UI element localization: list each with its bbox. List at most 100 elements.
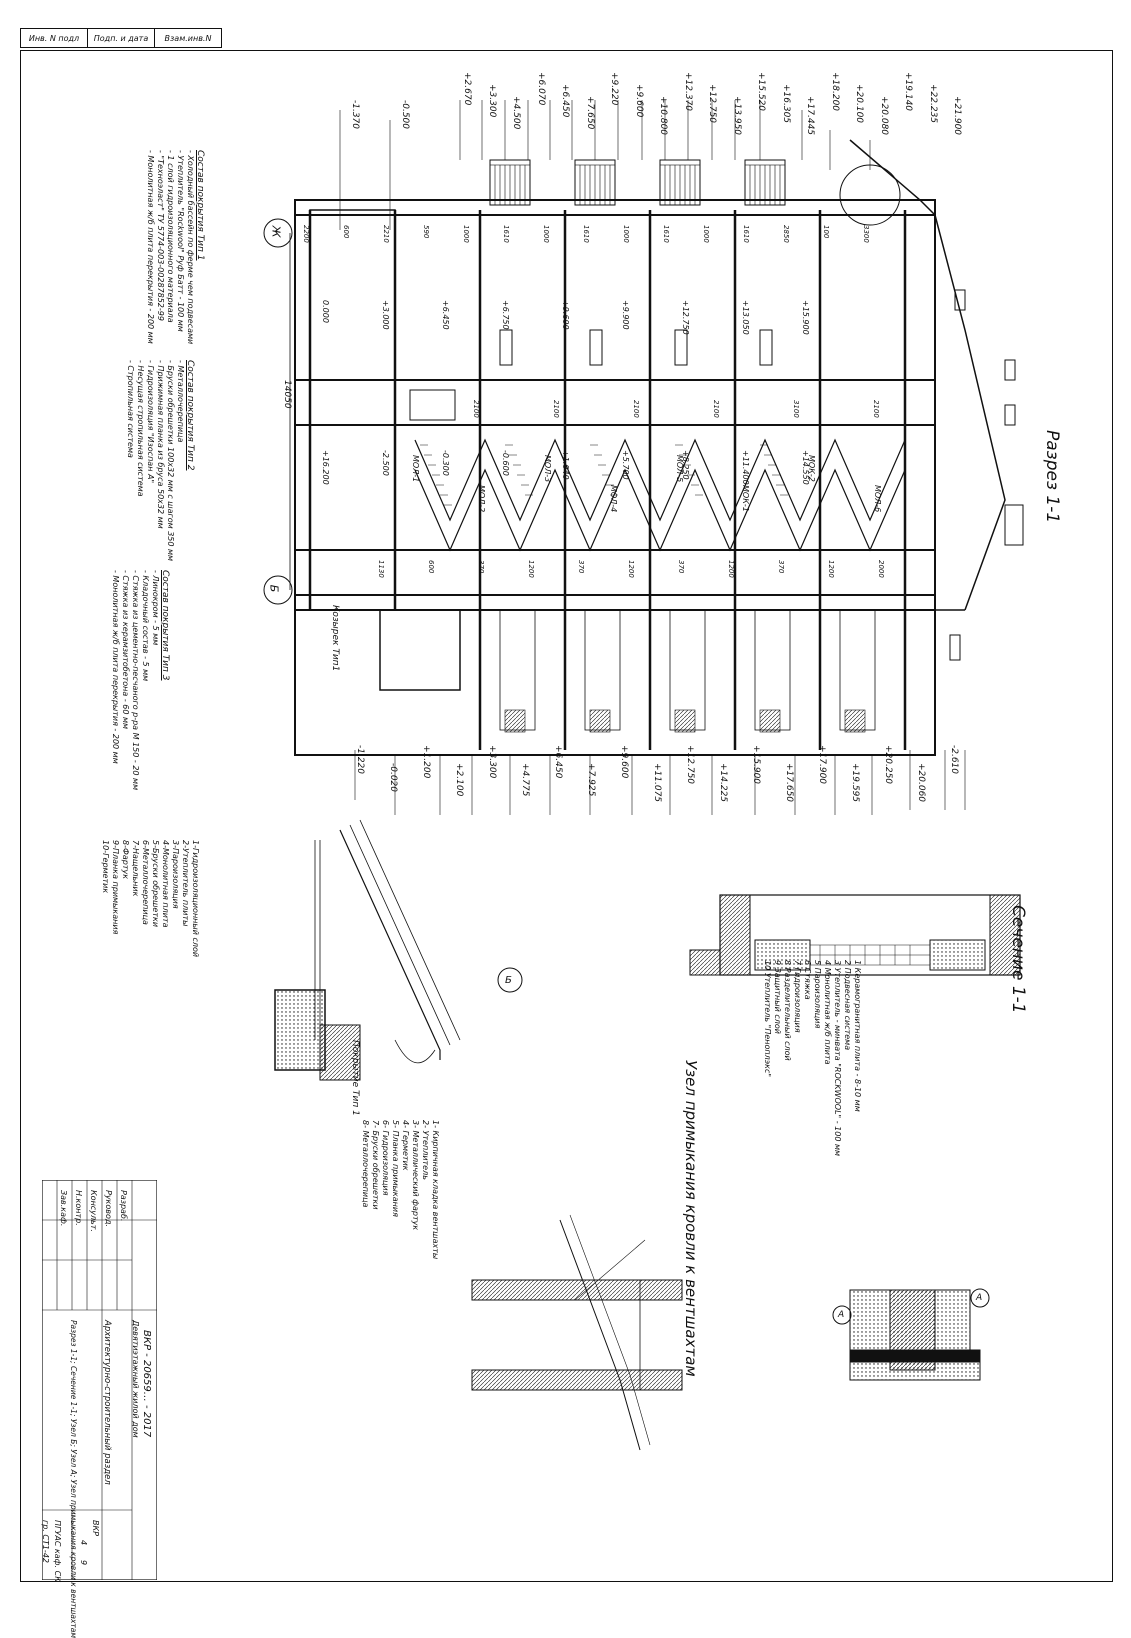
dimension-top: 1000: [622, 225, 630, 243]
title-sheet-name: Архитектурно-строительный раздел: [102, 1320, 112, 1485]
top-elevation-mark: +10.800: [658, 96, 668, 136]
top-elevation-mark: +15.520: [756, 72, 766, 112]
roof-type3-line: - Стяжка из цементно-песчаного р-ра М 15…: [131, 570, 140, 791]
roof-type3-line: - Кладочный состав - 5 мм: [141, 570, 150, 682]
roof-outline: [849, 139, 1006, 611]
detail-b-bubble: [497, 967, 523, 993]
detail-b-note: 6-Металлочерепица: [141, 840, 150, 925]
vent-note: 7- Бруски обрешетки: [371, 1120, 380, 1210]
left-elevation-mark: -1.370: [350, 100, 360, 130]
dimension-bottom: 370: [777, 560, 785, 574]
dimension-top: 1000: [542, 225, 550, 243]
stair-label: МОК-1: [741, 485, 750, 512]
dimension-top: 100: [822, 225, 830, 239]
top-elevation-mark: +20.100: [854, 84, 864, 124]
roof-type2-line: - Несущая стропильная система: [136, 360, 145, 497]
dimension-top: 600: [342, 225, 350, 239]
title-role-1: Разраб.: [119, 1190, 128, 1222]
balcony-rails: [489, 164, 786, 206]
bottom-elevation-mark: +1.200: [421, 745, 431, 779]
top-elevation-mark: +7.650: [584, 96, 595, 130]
detail-b-note: 1-Гидроизоляционный слой: [191, 840, 200, 958]
floor-mark: +5.700: [621, 450, 630, 480]
bottom-elevation-mark: +2.100: [454, 763, 464, 797]
roof-type3-title: Состав покрытия Тип 3: [160, 570, 170, 681]
vent-note: 4- Герметик: [401, 1120, 410, 1171]
bottom-elevation-mark: +4.775: [520, 763, 530, 797]
top-elevation-mark: +2.670: [462, 72, 472, 106]
detail-b-note: 8-Фартук: [121, 840, 130, 880]
title-razrez: Разрез 1-1: [1042, 430, 1062, 524]
basement: [309, 209, 461, 691]
floor-mark: +14.550: [801, 450, 810, 485]
detail-b-note: 9-Планка примыкания: [111, 840, 120, 935]
roof-type1-line: - Монолитная ж/б плита перекрытия - 200 …: [146, 150, 155, 344]
dimension-top: 1610: [502, 225, 510, 243]
dimension-mid: 3100: [792, 400, 800, 418]
section-note: 10 Утеплитель "Пеноплэкс": [763, 960, 772, 1078]
bottom-elevation-mark: +6.450: [553, 745, 563, 779]
detail-a-bubble-right: [970, 1288, 990, 1308]
stair-label: МОЛ-1: [411, 455, 420, 483]
dimension-mid: 2100: [632, 400, 640, 418]
bottom-elevation-mark: +9.600: [619, 745, 629, 779]
top-elevation-mark: +4.500: [511, 96, 521, 130]
axis-bubble-b: [263, 575, 293, 605]
dimension-bottom: 370: [577, 560, 585, 574]
section-slab-detail: [689, 894, 1021, 976]
roof-type1-line: - 1 слой гидроизоляционного материала: [166, 150, 175, 323]
axis-label-b: Б: [267, 584, 281, 593]
vent-pipes: [949, 289, 1024, 661]
dimension-bottom: 1130: [377, 560, 385, 578]
dimension-top: 2200: [302, 225, 310, 243]
top-elevation-mark: +9.220: [609, 72, 619, 106]
stamp-inv: Инв. N подл: [21, 29, 88, 47]
dimension-mid: 2100: [472, 400, 480, 418]
bottom-elevation-mark: +17.900: [817, 745, 827, 785]
section-note: 5 Пароизоляция: [813, 960, 822, 1029]
detail-a-bubble-left: [832, 1305, 852, 1325]
bottom-elevation-mark: -2.610: [949, 745, 959, 775]
roof-type3-notes: Состав покрытия Тип 3 - Линокром - 5 мм …: [110, 570, 170, 790]
stair-label: МОЛ-2: [477, 485, 486, 513]
wall-bands: [295, 214, 935, 611]
building-outline: [294, 199, 936, 756]
stair-label: МОЛ-4: [609, 485, 618, 513]
dimension-top: 1000: [702, 225, 710, 243]
roof-type3-line: - Монолитная ж/б плита перекрытия - 200 …: [111, 570, 120, 764]
title-sechenie: Сечение 1-1: [1008, 905, 1028, 1014]
bottom-elevation-mark: -0.020: [388, 763, 398, 793]
vent-note: 2- Утеплитель: [421, 1120, 430, 1180]
dimension-bottom: 600: [427, 560, 435, 574]
roof-type2-line: - Бруски обрешетки 100х32 мм с шагом 350…: [166, 360, 175, 562]
section-note: 8 Разделительный слой: [783, 960, 792, 1061]
title-group: гр. СТ1-42: [41, 1520, 50, 1563]
floor-mark: +1.040: [561, 450, 570, 480]
bottom-elevation-mark: +11.075: [652, 763, 662, 803]
bottom-elevation-mark: +20.250: [883, 745, 893, 785]
floor-mark: +6.750: [501, 300, 510, 330]
drawing-canvas: [263, 100, 1024, 1451]
floor-mark: +12.750: [681, 300, 690, 335]
section-note: 3 Утеплитель - минвата "ROCKWOOL" - 100 …: [833, 960, 842, 1157]
roof-type2-line: - Прижимная планка из бруса 50х32 мм: [156, 360, 165, 529]
roof-type1-notes: Состав покрытия Тип 1 - Холодный бассейн…: [145, 150, 205, 344]
stair-flights: [414, 438, 906, 552]
bottom-elevation-mark: +17.650: [784, 763, 794, 803]
roof-type2-title: Состав покрытия Тип 2: [185, 360, 195, 471]
stair-label: МОЛ-6: [873, 485, 882, 513]
roof-type2-line: - Металлочерепица: [176, 360, 185, 443]
dimension-top: 2210: [382, 225, 390, 243]
drawing-frame: [20, 50, 1113, 1582]
title-role-5: Зав.каф.: [59, 1190, 68, 1227]
dimension-mid: 2100: [872, 400, 880, 418]
section-notes: 1 Керамогранитная плита - 8-10 мм 2 Подв…: [762, 960, 862, 1156]
title-code: ВКР - 20659… - 2017: [141, 1330, 152, 1438]
vent-node: [471, 1214, 683, 1451]
top-leaders: [339, 100, 871, 230]
roof-type1-line: - Утеплитель "Rockwool" Руф Батт - 100 м…: [176, 150, 185, 332]
floor-mark: +13.050: [741, 300, 750, 335]
detail-b-note: 10-Герметик: [101, 840, 110, 894]
stamp-vzam: Взам.инв.N: [164, 33, 212, 43]
bottom-hatching: [504, 709, 866, 733]
